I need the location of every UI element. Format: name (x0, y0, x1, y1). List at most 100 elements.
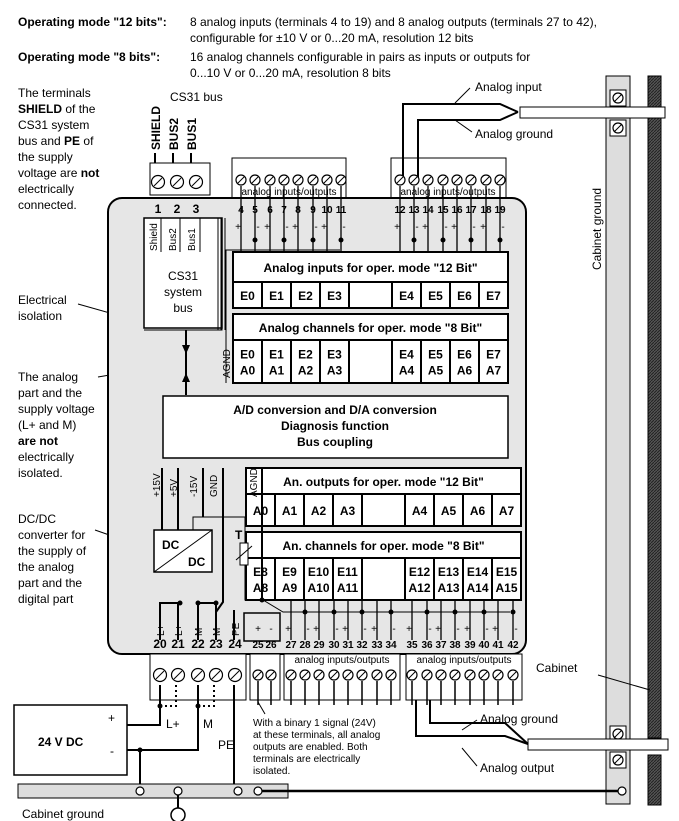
screw-slot (266, 176, 274, 184)
channel-label: E2 (298, 289, 313, 303)
block-label: analog inputs/outputs (241, 187, 336, 198)
outputs12-title: An. outputs for oper. mode "12 Bit" (283, 475, 484, 489)
channel-label: A1 (269, 364, 285, 378)
adc-line: Bus coupling (297, 435, 373, 449)
psu-plus: + (108, 711, 115, 725)
terminal-number: 24 (228, 637, 242, 651)
terminal-number: 35 (406, 640, 418, 651)
polarity-sign: - (485, 624, 488, 635)
note-line: Electrical (18, 293, 67, 307)
terminal-number: 39 (464, 640, 476, 651)
analog-ground-label-top: Analog ground (475, 127, 553, 141)
channel-label: A6 (470, 504, 486, 518)
screw-slot (323, 176, 331, 184)
channel-label: A14 (466, 581, 488, 595)
channel-label: A7 (499, 504, 515, 518)
block-label: analog inputs/outputs (416, 655, 511, 666)
polarity-sign: + (435, 624, 441, 635)
terminal-number: 31 (342, 640, 354, 651)
screw-slot (451, 671, 459, 679)
channel-label: E5 (428, 289, 443, 303)
supply-pin-label: L+ (174, 624, 185, 636)
polarity-sign: + (285, 624, 291, 635)
channel-label: E0 (240, 348, 255, 362)
polarity-sign: + (292, 222, 298, 233)
channel-label: E4 (399, 289, 414, 303)
channel-label: E5 (428, 348, 443, 362)
terminal-label-shield: SHIELD (149, 106, 163, 150)
channel-cell (391, 281, 422, 309)
polarity-sign: - (285, 222, 288, 233)
polarity-sign: + (394, 222, 400, 233)
m-label: M (203, 717, 213, 731)
supply-pin-label: L+ (156, 624, 167, 636)
channel-label: E8 (253, 565, 268, 579)
mode12-desc-2: configurable for ±10 V or 0...20 mA, res… (190, 31, 473, 45)
terminal-number: 36 (421, 640, 433, 651)
note-isolation: Electrical isolation (18, 293, 67, 323)
block-label: analog inputs/outputs (294, 655, 389, 666)
block-label: analog inputs/outputs (400, 187, 495, 198)
supply-pin-label: M (194, 628, 205, 636)
channel-label: E13 (438, 565, 460, 579)
screw-slot (267, 671, 275, 679)
channel-cell (491, 557, 522, 601)
note-line: isolation (18, 309, 62, 323)
note-line: terminals are electrically (253, 754, 360, 765)
screw-slot (482, 176, 490, 184)
channel-label: A1 (282, 504, 298, 518)
channel-cell (245, 493, 276, 527)
channel-cell (462, 557, 493, 601)
channel-label: E15 (496, 565, 518, 579)
screw-slot (373, 671, 381, 679)
note-line: electrically (18, 450, 74, 464)
channel-label: E1 (269, 348, 284, 362)
adc-line: A/D conversion and D/A conversion (233, 403, 437, 417)
cs31-box-line: CS31 (168, 269, 198, 283)
cabinet-wall (647, 754, 662, 806)
screw-slot (330, 671, 338, 679)
cabinet-ground-label: Cabinet ground (590, 188, 604, 270)
channel-label: A11 (337, 581, 359, 595)
terminal-number: 2 (174, 202, 181, 216)
thermistor-label: T (235, 528, 243, 542)
channel-label: E7 (486, 289, 501, 303)
terminal-number: 30 (328, 640, 340, 651)
polarity-sign: - (415, 222, 418, 233)
polarity-sign: + (451, 222, 457, 233)
polarity-sign: - (256, 222, 259, 233)
dc-label: DC (188, 555, 206, 569)
junction-dot (440, 237, 446, 243)
mode12-label: Operating mode "12 bits": (18, 15, 167, 29)
terminal-number: 28 (299, 640, 311, 651)
polarity-sign: - (456, 624, 459, 635)
channel-label: A5 (441, 504, 457, 518)
terminal-number: 32 (356, 640, 368, 651)
terminal-number: 33 (371, 640, 383, 651)
screw-slot (301, 671, 309, 679)
terminal-number: 20 (153, 637, 167, 651)
note-line: part and the (18, 576, 82, 590)
polarity-sign: + (406, 624, 412, 635)
channel-label: E4 (399, 348, 414, 362)
screw-slot (423, 671, 431, 679)
channel-label: E1 (269, 289, 284, 303)
junction-dot (468, 237, 474, 243)
inner-label-bus2: Bus2 (168, 228, 179, 251)
channel-cell (274, 557, 305, 601)
polarity-sign: - (428, 624, 431, 635)
channel-label: A0 (240, 364, 256, 378)
polarity-sign: + (264, 222, 270, 233)
junction-dot (252, 237, 258, 243)
pe-label: PE (218, 738, 234, 752)
channel-label: A13 (437, 581, 459, 595)
terminal-label-bus1: BUS1 (185, 118, 199, 150)
polarity-sign: - (472, 222, 475, 233)
screw-slot (294, 176, 302, 184)
terminal-label-bus2: BUS2 (167, 118, 181, 150)
polarity-sign: + (255, 624, 261, 635)
polarity-sign: + (492, 624, 498, 635)
rail-label: -15V (189, 476, 200, 497)
note-line: converter for (18, 528, 85, 542)
mode8-desc-1: 16 analog channels configurable in pairs… (190, 50, 530, 64)
